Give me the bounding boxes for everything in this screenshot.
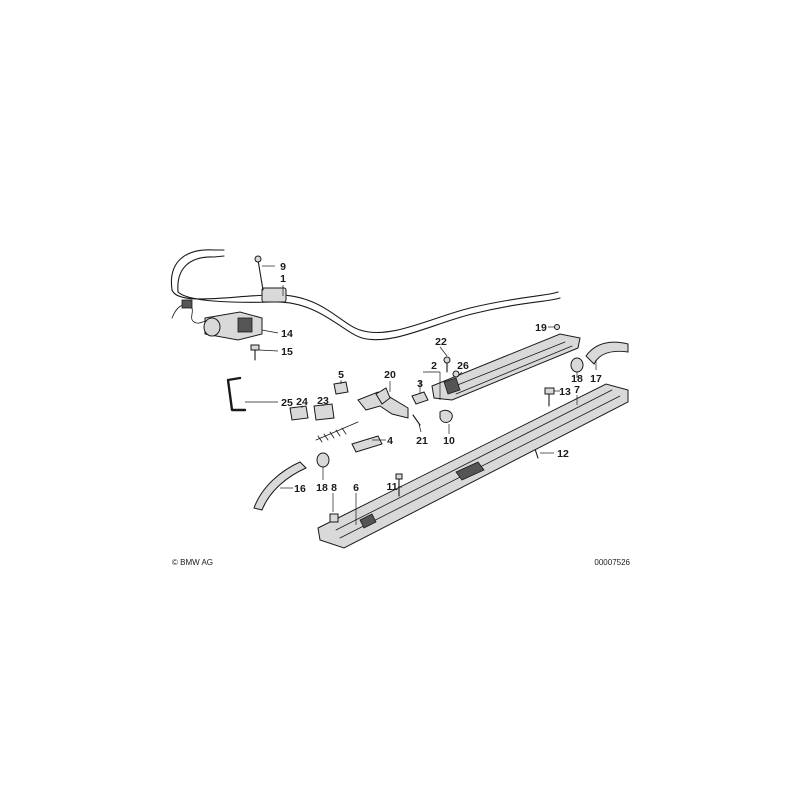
bolt-part-13 xyxy=(544,387,555,407)
part-label-20: 20 xyxy=(384,369,396,381)
part-label-10: 10 xyxy=(443,435,455,447)
cable-loop-part xyxy=(170,249,561,341)
part-label-1: 1 xyxy=(280,273,286,285)
part-number-labels: 1 2 3 4 5 6 7 8 9 10 11 12 13 14 15 16 1… xyxy=(280,261,602,495)
drain-hose-part-16 xyxy=(253,461,307,511)
part-label-17: 17 xyxy=(590,373,602,385)
part-label-8: 8 xyxy=(331,482,337,494)
drain-hose-part-17 xyxy=(585,341,629,365)
screw-part-26 xyxy=(452,370,460,378)
cap-part-5 xyxy=(333,381,349,395)
grommet-part-18-left xyxy=(316,452,330,468)
part-label-14: 14 xyxy=(281,328,293,340)
hex-key-part xyxy=(226,376,247,412)
pin-part-21 xyxy=(412,414,421,426)
part-label-26: 26 xyxy=(457,360,469,372)
screw-part-19 xyxy=(554,324,560,330)
part-label-16: 16 xyxy=(294,483,306,495)
clip-parts xyxy=(289,403,335,421)
screw-part-11 xyxy=(395,473,403,497)
bolt-part-9 xyxy=(254,255,264,291)
part-label-24: 24 xyxy=(296,396,308,408)
part-label-23: 23 xyxy=(317,395,329,407)
copyright-notice: © BMW AG xyxy=(172,558,213,567)
part-label-6: 6 xyxy=(353,482,359,494)
bolt-part-15 xyxy=(250,344,260,361)
grommet-part-18-right xyxy=(570,357,584,373)
lower-frame-rail xyxy=(317,383,629,549)
part-label-4: 4 xyxy=(387,435,393,447)
part-label-7: 7 xyxy=(574,384,580,396)
part-label-5: 5 xyxy=(338,369,344,381)
part-label-3: 3 xyxy=(417,378,423,390)
upper-guide-rail xyxy=(431,333,581,401)
nut-part-8 xyxy=(329,513,339,523)
part-label-18-left: 18 xyxy=(316,482,328,494)
part-label-18-right: 18 xyxy=(571,373,583,385)
part-label-21: 21 xyxy=(416,435,428,447)
drive-motor-part xyxy=(171,299,263,341)
part-label-15: 15 xyxy=(281,346,293,358)
part-label-12: 12 xyxy=(557,448,569,460)
part-label-11: 11 xyxy=(386,481,397,493)
part-label-19: 19 xyxy=(535,322,547,334)
clip-part-10 xyxy=(439,409,453,423)
part-label-13: 13 xyxy=(559,386,571,398)
guide-slide-part xyxy=(351,435,383,453)
part-label-25: 25 xyxy=(281,397,293,409)
screw-part-22 xyxy=(443,356,451,373)
leader-lines xyxy=(245,265,597,525)
lever-bracket-part xyxy=(315,387,409,443)
part-label-2: 2 xyxy=(431,360,437,372)
part-label-9: 9 xyxy=(280,261,286,273)
diagram-id: 00007526 xyxy=(594,558,630,567)
part-label-22: 22 xyxy=(435,336,447,348)
